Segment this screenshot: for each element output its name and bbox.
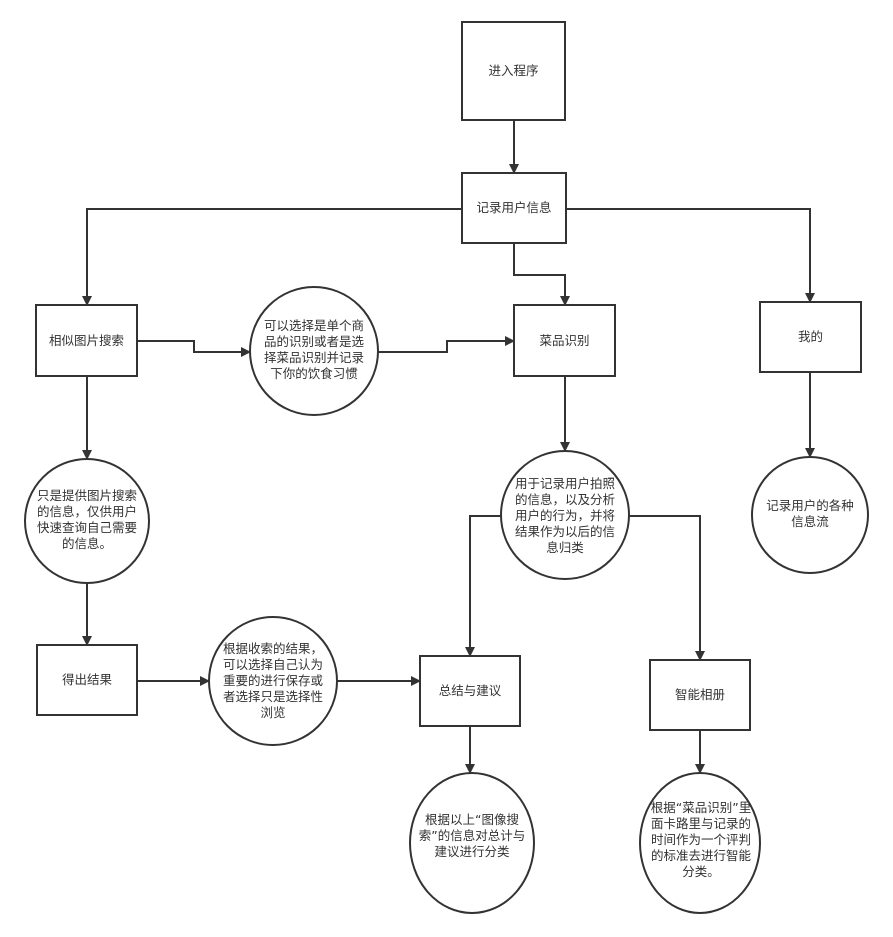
edge-record-to-mine [566,208,815,303]
label-choose-item-note: 可以选择是单个商品的识别或者是选择菜品识别并记录下你的饮食习惯 [263,318,364,381]
label-record-user-info: 记录用户信息 [476,200,552,215]
edge-record-to-dish [513,243,570,306]
label-smart-album: 智能相册 [674,687,725,702]
label-dish-recognition: 菜品识别 [539,332,590,348]
label-album-note: 根据“菜品识别”里面卡路里与记录的时间作为一个评判的标准去进行智能分类。 [650,800,752,879]
edge-record-to-similar [82,208,462,306]
edge-dish-note-to-summary [465,515,501,657]
label-result-note: 根据收索的结果，可以选择自己认为重要的进行保存或者选择只是选择性浏览 [222,641,323,720]
label-mine: 我的 [797,329,823,344]
label-mine-note: 记录用户的各种信息流 [766,498,854,529]
box-record-user-info [461,172,567,244]
label-similar-image-search: 相似图片搜索 [48,332,124,348]
label-start: 进入程序 [488,63,539,78]
label-dish-recognition-note: 用于记录用户拍照的信息，以及分析用户的行为，并将结果作为以后的信息归类 [514,476,615,555]
box-smart-album [649,659,751,731]
edge-note-to-dish [378,336,515,353]
box-start [461,21,566,121]
edge-similar-to-note [137,340,251,357]
label-image-search-note: 只是提供图片搜索的信息，仅供用户快速查询自己需要的信息。 [36,488,137,551]
label-get-result: 得出结果 [61,672,112,687]
edge-dish-note-to-album [629,515,705,661]
label-summary-note: 根据以上“图像搜索”的信息对总计与建议进行分类 [418,812,526,859]
box-get-result [36,644,138,716]
label-summary-advice: 总结与建议 [438,683,502,698]
